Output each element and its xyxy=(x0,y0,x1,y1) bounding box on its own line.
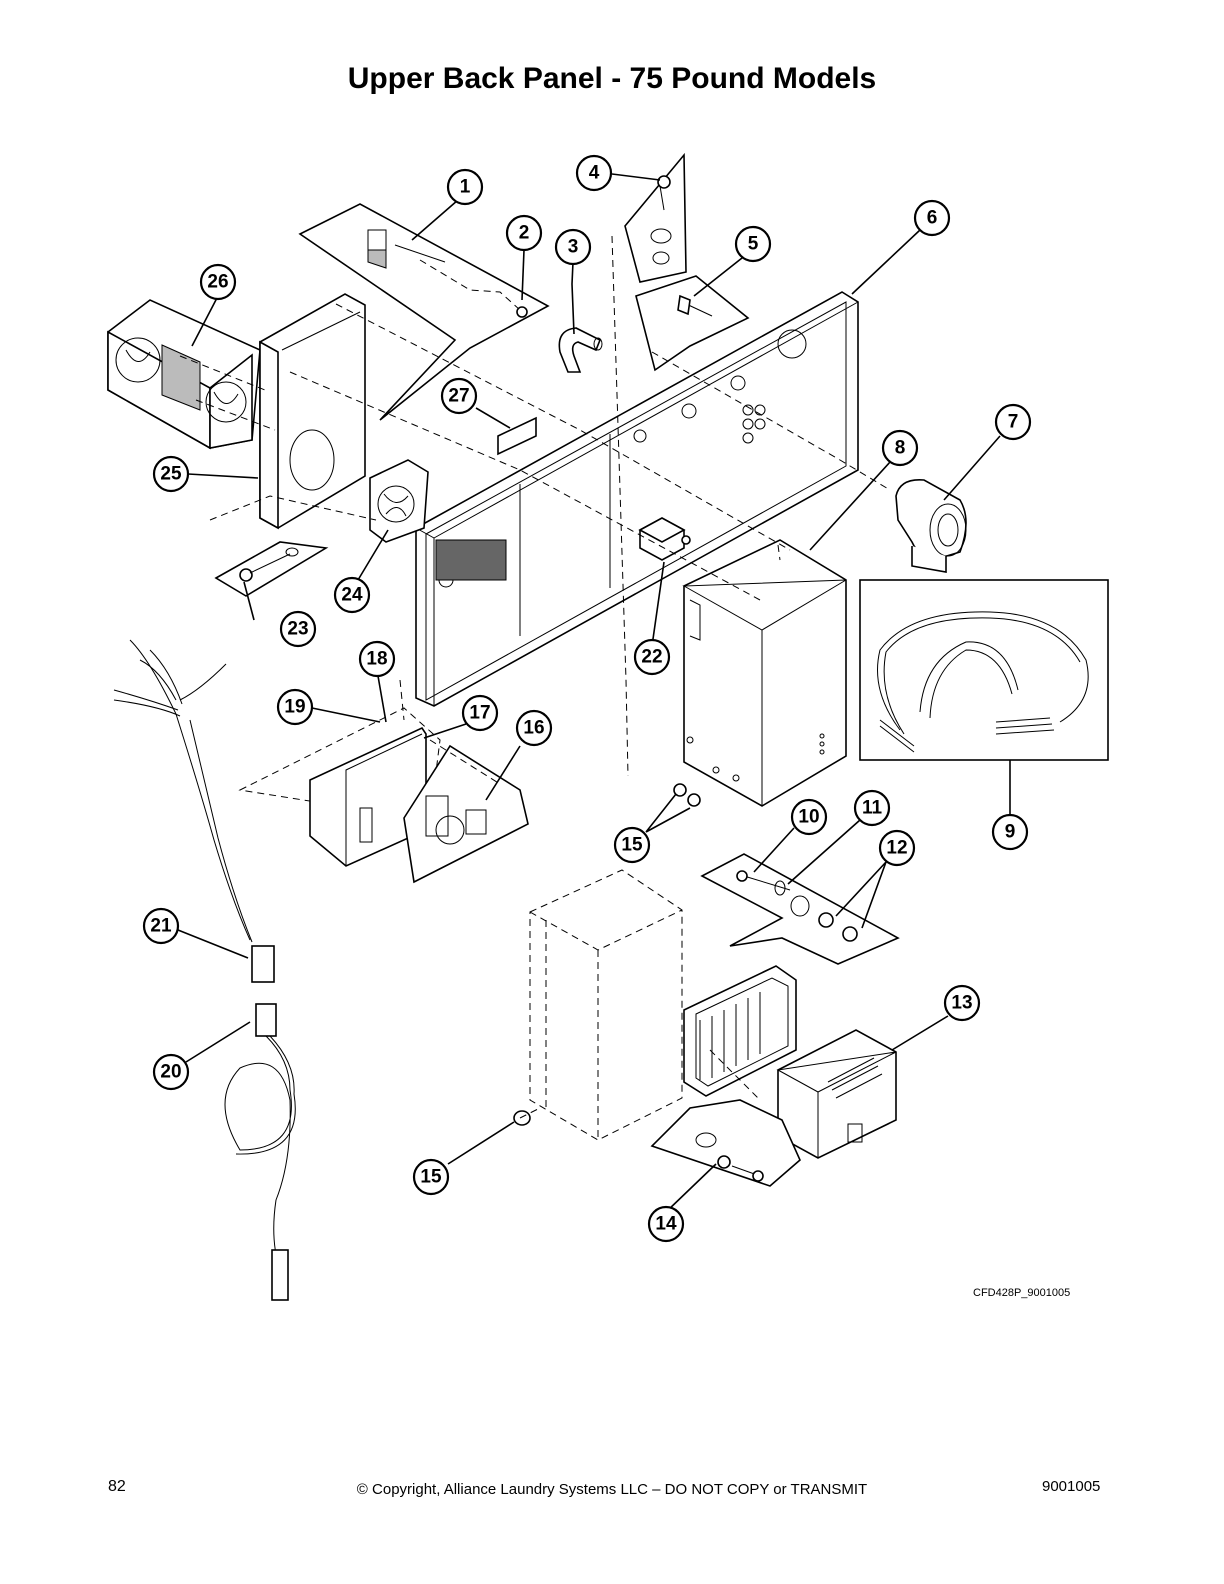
svg-text:19: 19 xyxy=(284,697,305,718)
svg-text:2: 2 xyxy=(519,223,530,244)
fan-guard-box xyxy=(107,299,261,450)
inverter-enclosure-dashed xyxy=(529,869,897,1159)
svg-text:15: 15 xyxy=(420,1167,442,1188)
callout-14: 14 xyxy=(647,1205,685,1243)
callout-22: 22 xyxy=(633,638,671,676)
svg-text:26: 26 xyxy=(207,272,228,293)
callout-12: 12 xyxy=(878,829,916,867)
page-number: 82 xyxy=(108,1478,126,1495)
leader-lines xyxy=(177,173,1011,1213)
callout-16: 16 xyxy=(515,709,553,747)
svg-text:22: 22 xyxy=(641,647,662,668)
junction-box xyxy=(638,517,691,561)
callout-4: 4 xyxy=(575,154,613,192)
warning-label xyxy=(497,416,537,456)
svg-text:23: 23 xyxy=(287,619,308,640)
callout-8: 8 xyxy=(881,429,919,467)
svg-text:4: 4 xyxy=(589,163,600,184)
detail-inset-screw-panel xyxy=(635,275,750,372)
svg-text:7: 7 xyxy=(1008,412,1019,433)
page-title: Upper Back Panel - 75 Pound Models xyxy=(347,62,877,95)
controller-enclosure xyxy=(682,539,847,807)
callout-25: 25 xyxy=(152,455,190,493)
svg-text:6: 6 xyxy=(927,208,938,229)
callout-13: 13 xyxy=(943,984,981,1022)
callout-7: 7 xyxy=(994,403,1032,441)
drawing-id: CFD428P_9001005 xyxy=(973,1287,1071,1299)
fan-mounting-panel xyxy=(259,293,366,530)
callout-2: 2 xyxy=(505,214,543,252)
svg-text:14: 14 xyxy=(655,1214,677,1235)
svg-text:3: 3 xyxy=(568,237,579,258)
callout-6: 6 xyxy=(913,199,951,237)
callout-21: 21 xyxy=(142,907,180,945)
hose-elbow xyxy=(558,327,603,373)
svg-text:20: 20 xyxy=(160,1062,181,1083)
svg-text:18: 18 xyxy=(366,649,387,670)
svg-text:12: 12 xyxy=(886,838,907,859)
detail-inset-inverter-screw xyxy=(650,1099,801,1187)
callout-11: 11 xyxy=(853,789,891,827)
svg-text:8: 8 xyxy=(895,438,906,459)
callout-1: 1 xyxy=(446,168,484,206)
callout-26: 26 xyxy=(199,263,237,301)
callout-24: 24 xyxy=(333,576,371,614)
copyright-notice: © Copyright, Alliance Laundry Systems LL… xyxy=(356,1481,868,1498)
svg-text:1: 1 xyxy=(460,177,471,198)
svg-text:17: 17 xyxy=(469,703,490,724)
svg-text:13: 13 xyxy=(951,993,972,1014)
callout-18: 18 xyxy=(358,640,396,678)
document-number: 9001005 xyxy=(1042,1478,1101,1495)
callout-17: 17 xyxy=(461,694,499,732)
detail-inset-screw-top xyxy=(624,152,687,283)
callout-19: 19 xyxy=(276,688,314,726)
detail-inset-bolt-washers xyxy=(700,853,900,965)
callout-27: 27 xyxy=(440,377,478,415)
long-wire-harness xyxy=(113,639,296,1301)
upper-back-panel xyxy=(415,291,859,707)
svg-text:27: 27 xyxy=(448,386,469,407)
callout-5: 5 xyxy=(734,225,772,263)
grommets xyxy=(513,783,701,1126)
callout-23: 23 xyxy=(279,610,317,648)
detail-inset-fasteners-top xyxy=(298,203,550,421)
svg-text:25: 25 xyxy=(160,464,182,485)
relay-bracket-assembly xyxy=(238,707,529,884)
detail-inset-fan-screw xyxy=(214,541,329,597)
pressure-switch xyxy=(895,479,967,573)
svg-text:11: 11 xyxy=(862,798,883,819)
svg-text:24: 24 xyxy=(341,585,363,606)
callout-20: 20 xyxy=(152,1053,190,1091)
svg-text:9: 9 xyxy=(1005,822,1016,843)
callout-3: 3 xyxy=(554,228,592,266)
svg-text:15: 15 xyxy=(621,835,643,856)
svg-text:5: 5 xyxy=(748,234,759,255)
callout-15-upper: 15 xyxy=(613,826,651,864)
callout-10: 10 xyxy=(790,798,828,836)
callout-9: 9 xyxy=(991,813,1029,851)
svg-text:21: 21 xyxy=(150,916,172,937)
cooling-fan xyxy=(369,459,429,543)
svg-text:10: 10 xyxy=(798,807,819,828)
callout-15-lower: 15 xyxy=(412,1158,450,1196)
svg-text:16: 16 xyxy=(523,718,544,739)
wire-harness-inset xyxy=(859,579,1109,761)
